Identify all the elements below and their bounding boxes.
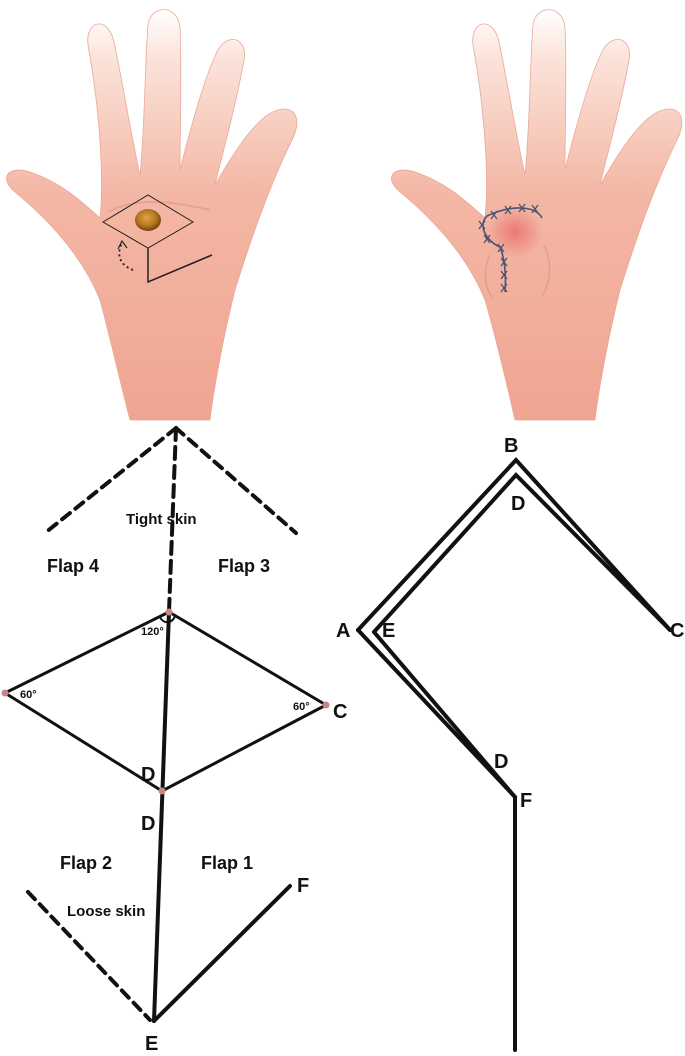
- flap-3-label: Flap 3: [218, 556, 270, 576]
- point-c-label: C: [333, 701, 347, 723]
- rhomboid-incision-outline: [102, 194, 194, 249]
- limberg-flap-design: [3, 426, 328, 1023]
- point-f-right-label: F: [520, 790, 532, 812]
- point-f-label: F: [297, 875, 309, 897]
- right-diagram-labels: B D A E C D F: [336, 435, 684, 812]
- left-diagram-labels: Tight skin Flap 4 Flap 3 120° 60° 60° C …: [20, 511, 347, 1055]
- lesion: [135, 209, 161, 231]
- point-d-upper-label: D: [141, 764, 155, 786]
- rhombus-edge: [3, 691, 164, 793]
- point-e-label: E: [145, 1033, 158, 1055]
- rotation-arrow-head: [117, 239, 128, 250]
- point-a-label: A: [336, 620, 350, 642]
- vertex-left: [1, 689, 9, 697]
- flap-2-label: Flap 2: [60, 853, 112, 873]
- loose-skin-label: Loose skin: [67, 903, 145, 920]
- point-d-mid-label: D: [494, 751, 508, 773]
- point-c-right-label: C: [670, 620, 684, 642]
- angle-60-left-label: 60°: [20, 689, 37, 701]
- point-d-top-label: D: [511, 493, 525, 515]
- angle-60-right-label: 60°: [293, 701, 310, 713]
- rhombus-vertices: [1, 608, 330, 795]
- rhombus-edge: [160, 703, 328, 793]
- skin-crease: [484, 254, 493, 299]
- point-b-label: B: [504, 435, 518, 457]
- flap-line-ef: [152, 884, 292, 1023]
- vertex-bottom: [158, 787, 166, 795]
- hand-right-sutured: [391, 9, 683, 421]
- flap-incision-line: [147, 248, 213, 284]
- suture-stitches: [478, 203, 539, 293]
- point-d-lower-label: D: [141, 813, 155, 835]
- tight-skin-label: Tight skin: [126, 511, 197, 528]
- tight-skin-dashed-line-right: [174, 426, 298, 535]
- hand-left-with-lesion: [6, 9, 298, 421]
- path-e-d-f: [372, 630, 517, 799]
- rotation-dotted-arrow: [118, 242, 134, 271]
- axis-solid-line: [152, 610, 171, 1023]
- outer-path-a-b-c: [356, 457, 672, 632]
- skin-crease: [542, 244, 551, 296]
- hand-right-skin: [391, 9, 683, 421]
- axis-dashed-line: [167, 426, 178, 614]
- rhombus-edge: [167, 610, 328, 707]
- vertex-right: [322, 701, 330, 709]
- vertex-top: [165, 608, 173, 616]
- flap-1-label: Flap 1: [201, 853, 253, 873]
- flap-4-label: Flap 4: [47, 556, 99, 576]
- closure-geometry: [356, 457, 672, 1052]
- rhombus-edge: [3, 610, 171, 695]
- loose-skin-dashed-line: [26, 890, 152, 1022]
- inner-path-e-d: [372, 472, 672, 634]
- angle-120-label: 120°: [141, 626, 164, 638]
- point-e-right-label: E: [382, 620, 395, 642]
- tight-skin-dashed-line-left: [43, 426, 178, 535]
- angle-arc-120: [159, 615, 176, 624]
- hand-left-knuckle-shade: [107, 200, 211, 213]
- inflammation-glow: [487, 206, 543, 258]
